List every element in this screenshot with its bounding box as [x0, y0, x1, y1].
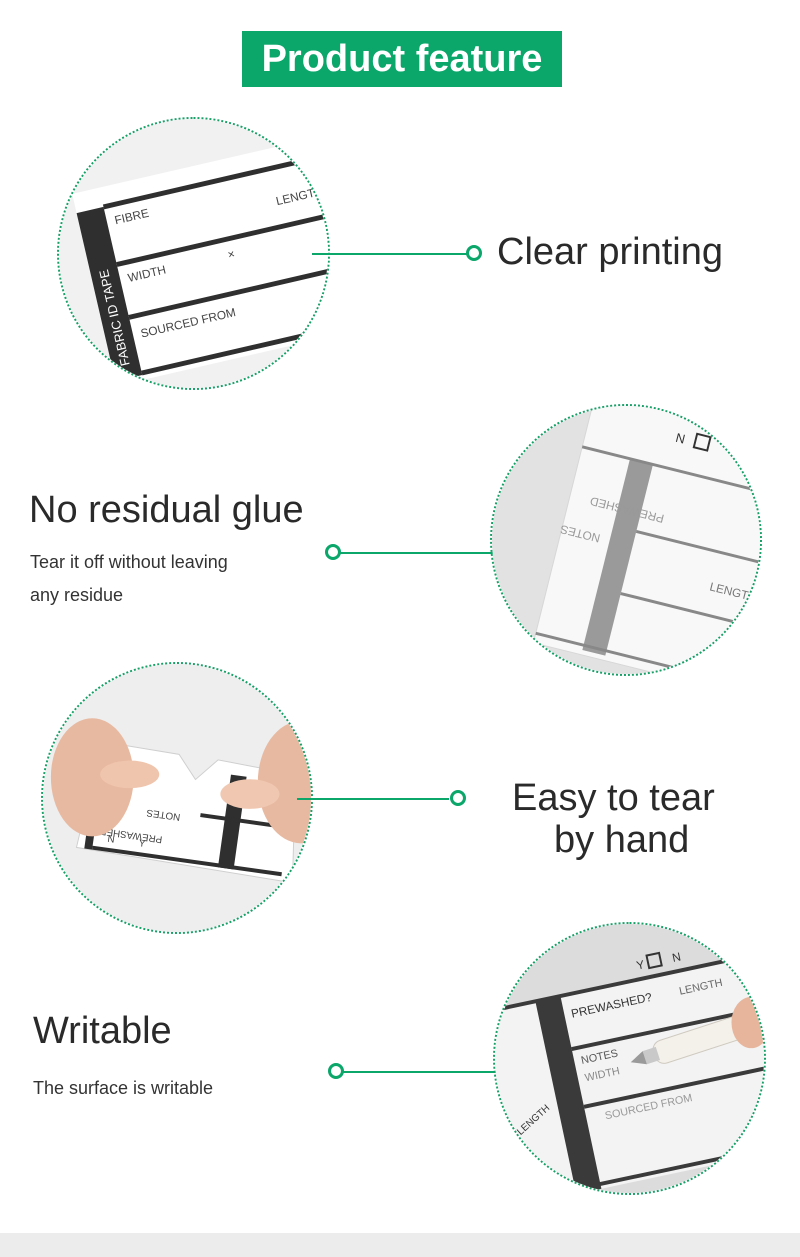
no-residual-glue-desc-line1: Tear it off without leaving: [30, 552, 228, 572]
easy-tear-connector: [297, 798, 449, 800]
page-title: Product feature: [242, 31, 562, 87]
clear-printing-dot-icon: [466, 245, 482, 261]
footer-band: [0, 1233, 800, 1257]
easy-tear-heading-line2: by hand: [554, 819, 690, 861]
no-residual-glue-dot-icon: [325, 544, 341, 560]
peeled-label-illustration: N PREWASHED NOTES LENGTH: [492, 406, 760, 674]
writable-heading: Writable: [33, 1010, 172, 1052]
writable-connector: [343, 1071, 500, 1073]
no-residual-glue-connector: [340, 552, 500, 554]
easy-tear-dot-icon: [450, 790, 466, 806]
clear-printing-connector: [312, 253, 469, 255]
y-checkbox-label: Y: [138, 838, 146, 850]
n-checkbox-label: N: [107, 834, 116, 846]
no-residual-glue-photo: N PREWASHED NOTES LENGTH: [490, 404, 762, 676]
notes-upside-label: NOTES: [146, 807, 182, 823]
n-checkbox-label: N: [674, 430, 687, 447]
hands-tearing-label-illustration: N Y PREWASHED? NOTES: [43, 664, 311, 932]
n-checkbox-label: N: [671, 949, 682, 964]
label-closeup-illustration: FABRIC ID TAPE FIBRE LENGTH WIDTH × SOUR…: [59, 119, 328, 388]
y-checkbox-label: Y: [635, 957, 646, 972]
writable-dot-icon: [328, 1063, 344, 1079]
writable-desc: The surface is writable: [33, 1078, 214, 1098]
no-residual-glue-desc-line2: any residue: [30, 585, 124, 605]
clear-printing-photo: FABRIC ID TAPE FIBRE LENGTH WIDTH × SOUR…: [57, 117, 330, 390]
pen-writing-label-illustration: Y N PREWASHED? LENGTH NOTES WIDTH SOURCE…: [495, 924, 764, 1193]
times-symbol: ×: [226, 247, 236, 262]
clear-printing-heading: Clear printing: [497, 231, 723, 273]
easy-tear-photo: N Y PREWASHED? NOTES: [41, 662, 313, 934]
easy-tear-heading-line1: Easy to tear: [512, 777, 715, 819]
no-residual-glue-heading: No residual glue: [29, 489, 304, 531]
writable-photo: Y N PREWASHED? LENGTH NOTES WIDTH SOURCE…: [493, 922, 766, 1195]
